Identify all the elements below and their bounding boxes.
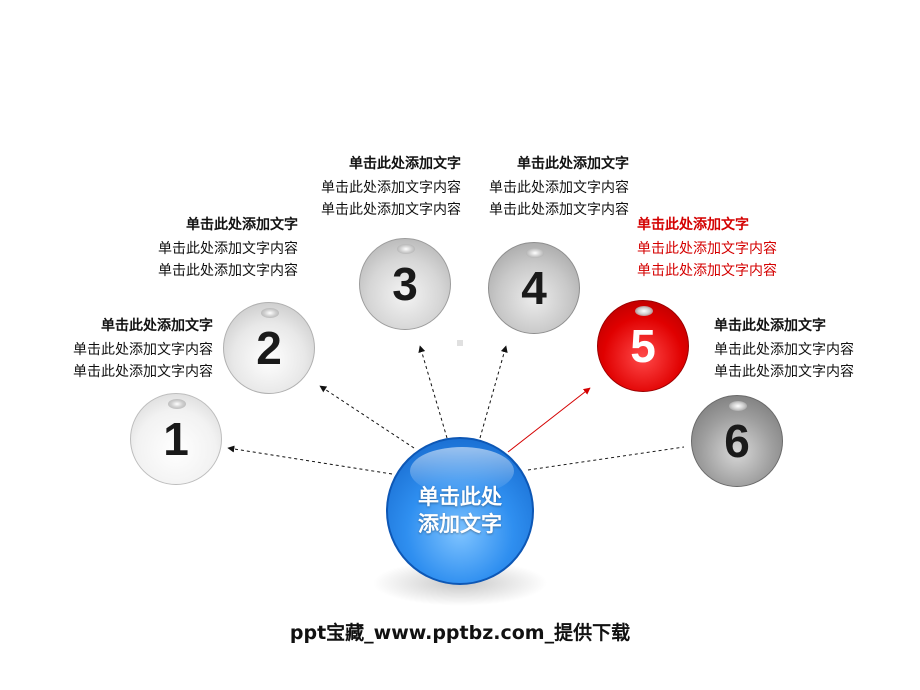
center-marker — [457, 340, 463, 346]
arrow-to-item-1 — [227, 445, 393, 475]
highlight-icon — [397, 244, 415, 254]
label-item-6: 单击此处添加文字 单击此处添加文字内容 单击此处添加文字内容 — [714, 315, 854, 383]
gloss-highlight — [410, 447, 514, 495]
footer-credit: ppt宝藏_www.pptbz.com_提供下载 — [289, 622, 631, 644]
circle-1[interactable]: 1 — [130, 393, 222, 485]
highlight-icon — [635, 306, 653, 316]
circle-6[interactable]: 6 — [691, 395, 783, 487]
circle-1-number: 1 — [163, 413, 189, 465]
label-item-2: 单击此处添加文字 单击此处添加文字内容 单击此处添加文字内容 — [158, 214, 298, 282]
label-item-1: 单击此处添加文字 单击此处添加文字内容 单击此处添加文字内容 — [73, 315, 213, 383]
label-title: 单击此处添加文字 — [517, 156, 629, 172]
label-line: 单击此处添加文字内容 — [158, 241, 298, 257]
circle-6-number: 6 — [724, 415, 750, 467]
circle-3-number: 3 — [392, 258, 418, 310]
label-title: 单击此处添加文字 — [637, 217, 749, 233]
highlight-icon — [526, 248, 544, 258]
arrow-to-item-3 — [418, 345, 448, 439]
label-item-5: 单击此处添加文字 单击此处添加文字内容 单击此处添加文字内容 — [637, 214, 777, 282]
arrow-to-item-4 — [479, 345, 508, 439]
circle-2[interactable]: 2 — [223, 302, 315, 394]
center-text-line2: 添加文字 — [418, 512, 502, 536]
circle-4[interactable]: 4 — [488, 242, 580, 334]
circle-5-number: 5 — [630, 320, 656, 372]
highlight-icon — [261, 308, 279, 318]
center-text-line1: 单击此处 — [418, 485, 502, 509]
label-line: 单击此处添加文字内容 — [714, 342, 854, 358]
label-line: 单击此处添加文字内容 — [637, 263, 777, 279]
label-line: 单击此处添加文字内容 — [489, 180, 629, 196]
label-item-3: 单击此处添加文字 单击此处添加文字内容 单击此处添加文字内容 — [321, 153, 461, 221]
label-line: 单击此处添加文字内容 — [321, 180, 461, 196]
center-sphere[interactable]: 单击此处 添加文字 — [386, 437, 534, 585]
label-title: 单击此处添加文字 — [714, 318, 826, 334]
label-line: 单击此处添加文字内容 — [73, 364, 213, 380]
circle-2-number: 2 — [256, 322, 282, 374]
label-line: 单击此处添加文字内容 — [714, 364, 854, 380]
label-title: 单击此处添加文字 — [349, 156, 461, 172]
circle-5[interactable]: 5 — [597, 300, 689, 392]
label-title: 单击此处添加文字 — [186, 217, 298, 233]
label-line: 单击此处添加文字内容 — [73, 342, 213, 358]
circle-3[interactable]: 3 — [359, 238, 451, 330]
label-title: 单击此处添加文字 — [101, 318, 213, 334]
label-line: 单击此处添加文字内容 — [321, 202, 461, 218]
circle-4-number: 4 — [521, 262, 547, 314]
highlight-icon — [168, 399, 186, 409]
arrow-to-item-6 — [527, 446, 685, 471]
label-line: 单击此处添加文字内容 — [158, 263, 298, 279]
label-item-4: 单击此处添加文字 单击此处添加文字内容 单击此处添加文字内容 — [489, 153, 629, 221]
highlight-icon — [729, 401, 747, 411]
label-line: 单击此处添加文字内容 — [637, 241, 777, 257]
label-line: 单击此处添加文字内容 — [489, 202, 629, 218]
arrow-to-item-5 — [507, 387, 591, 453]
arrow-to-item-2 — [319, 385, 415, 449]
